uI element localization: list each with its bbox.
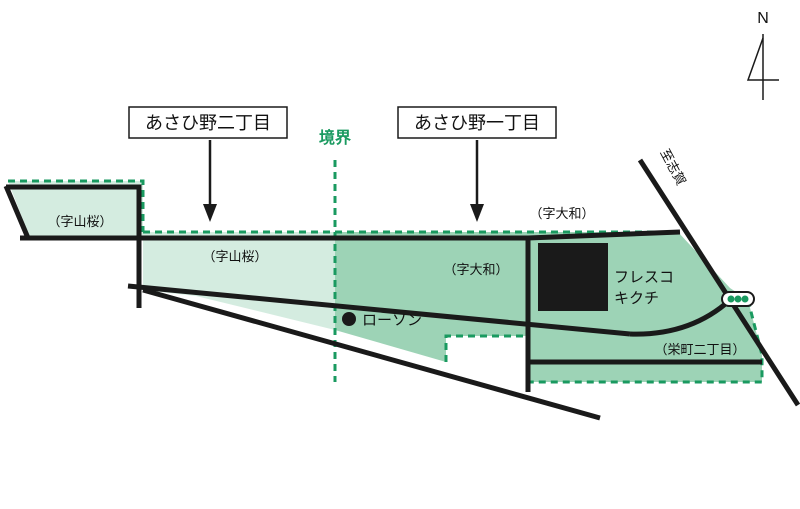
boundary-outline-west: [8, 179, 145, 232]
lawson-label: ローソン: [362, 311, 422, 329]
arrow-east: [470, 140, 484, 222]
area-uyamazakura-lower: [143, 232, 335, 330]
boundary-outline-east: [528, 299, 764, 384]
fresco-kikuchi-building: [538, 243, 608, 311]
section-label-uyamato-lower: （字大和）: [443, 263, 508, 278]
svg-text:N: N: [757, 10, 769, 27]
district-label-east: あさひ野一丁目: [414, 113, 540, 134]
lawson-marker-icon: [342, 312, 356, 326]
traffic-signal-icon: [721, 291, 755, 307]
district-box-east: [397, 106, 557, 139]
fresco-label-line2: キクチ: [614, 289, 659, 307]
north-arrow-icon: N: [746, 10, 779, 100]
district-box-west: [128, 106, 288, 139]
road-diag-lower: [142, 287, 601, 421]
arrow-west: [203, 140, 217, 222]
section-label-uyamato-upper: （字大和）: [529, 207, 594, 222]
road-label-shiga: 至志賀: [656, 147, 688, 188]
road-main-curve: [629, 298, 732, 337]
district-label-west: あさひ野二丁目: [145, 113, 271, 134]
boundary-label: 境界: [319, 128, 351, 147]
road-to-shiga: [637, 158, 800, 407]
boundary-outline-notch: [444, 334, 528, 362]
road-main: [127, 283, 631, 337]
road-west-diag: [3, 185, 31, 239]
section-label-sakaemachi: （栄町二丁目）: [654, 343, 745, 358]
section-label-uyamazakura-upper: （字山桜）: [47, 215, 112, 230]
fresco-label-line1: フレスコ: [614, 268, 674, 286]
section-label-uyamazakura-lower: （字山桜）: [202, 250, 267, 265]
area-uyamazakura-upper: [8, 181, 143, 238]
road-upper-right: [527, 229, 681, 241]
road-west-block: [6, 184, 142, 308]
